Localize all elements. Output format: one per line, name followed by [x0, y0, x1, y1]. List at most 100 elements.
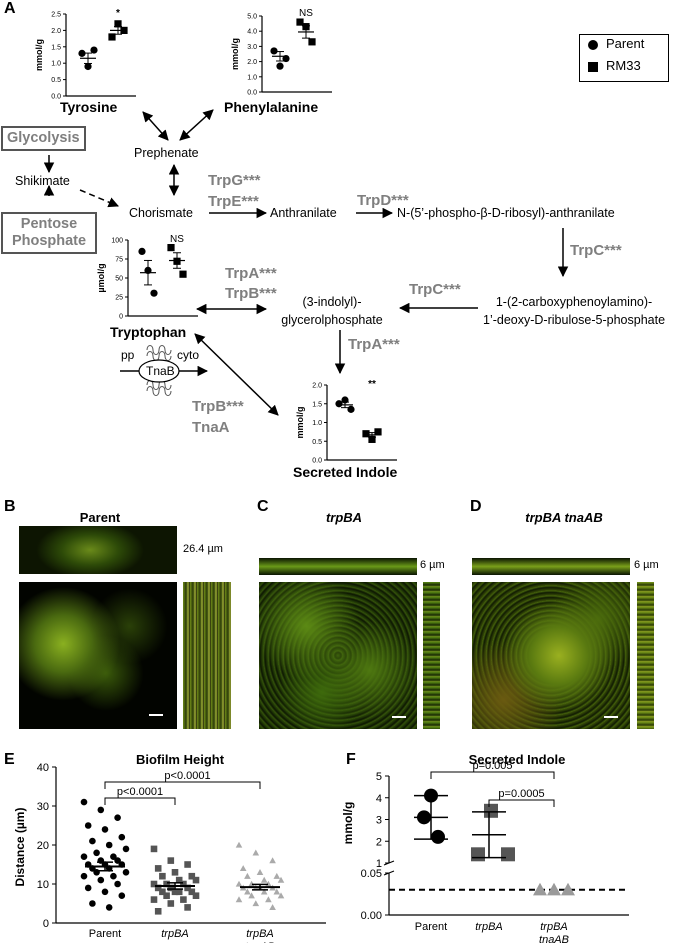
indole-y-tick-label: 1: [376, 858, 382, 870]
micrograph-b-title: Parent: [79, 510, 121, 525]
biofilm-category-label: tnaAB: [245, 941, 275, 943]
mini-significance: *: [116, 8, 120, 19]
micrograph-c-xz-view: [259, 558, 417, 575]
mini-y-tick-label: 1.0: [312, 420, 322, 427]
biofilm-point: [167, 900, 175, 907]
biofilm-point: [163, 892, 170, 899]
mini-parent-point: [138, 247, 146, 255]
biofilm-sig-label: p<0.0001: [164, 770, 210, 782]
mini-significance: NS: [299, 8, 313, 19]
mini-rm33-point: [108, 33, 116, 41]
cdrp-line2: 1’-deoxy-D-ribulose-5-phosphate: [483, 313, 666, 327]
biofilm-y-tick-label: 20: [37, 840, 49, 852]
micrograph-b-scale-bar: [149, 714, 163, 716]
mini-rm33-point: [308, 38, 316, 46]
biofilm-point: [188, 888, 196, 896]
biofilm-y-tick-label: 40: [37, 762, 49, 774]
biofilm-point: [235, 896, 243, 903]
biofilm-point: [150, 880, 158, 888]
biofilm-point: [122, 869, 130, 876]
micrograph-c-scale-bar: [392, 716, 406, 718]
glycolysis-box: Glycolysis: [1, 126, 86, 151]
micrograph-c-depth: 6 µm: [420, 559, 445, 571]
enzyme-tnaa: TnaA: [192, 419, 230, 436]
enzyme-trpb-left: TrpB***: [225, 285, 277, 302]
indole-point: [484, 803, 498, 818]
indole-sig-label: p=0.0005: [498, 788, 544, 800]
tryptophan-title: Tryptophan: [110, 324, 187, 340]
cdrp-line1: 1-(2-carboxyphenoylamino)-: [495, 295, 653, 309]
biofilm-point: [192, 892, 200, 899]
mini-parent-point: [270, 47, 278, 55]
igp-line2: glycerolphosphate: [281, 313, 383, 327]
biofilm-point: [84, 884, 92, 892]
biofilm-point: [184, 904, 191, 911]
mini-y-tick-label: 1.5: [51, 44, 61, 51]
micrograph-b-xy-view: [19, 582, 177, 729]
biofilm-point: [159, 872, 166, 880]
mini-y-tick-label: 2.5: [51, 12, 61, 19]
mini-rm33-point: [114, 20, 122, 28]
legend-rm33-label: RM33: [606, 58, 641, 73]
biofilm-point: [175, 888, 183, 896]
indole-category-label: Parent: [415, 921, 447, 933]
biofilm-point: [252, 849, 260, 856]
micrograph-c-xy-view: [259, 582, 417, 729]
chorismate-label: Chorismate: [129, 206, 193, 220]
mini-parent-point: [78, 49, 86, 57]
mini-y-unit: mmol/g: [230, 38, 240, 70]
micrograph-d-title: trpBA tnaAB: [525, 510, 603, 525]
indole-point: [533, 882, 547, 896]
biofilm-point: [171, 888, 179, 896]
micrograph-b-yz-view: [183, 582, 231, 729]
biofilm-point: [248, 880, 255, 887]
biofilm-point: [277, 876, 285, 883]
biofilm-point: [159, 888, 166, 896]
pentose-line2: Phosphate: [11, 233, 87, 249]
pentose-line1: Pentose: [20, 216, 78, 232]
panel-label-c: C: [257, 498, 269, 515]
arrow-prephenate-phenylalanine: [179, 109, 214, 141]
biofilm-point: [114, 857, 121, 864]
biofilm-point: [110, 872, 117, 880]
mini-y-tick-label: 100: [111, 238, 123, 245]
biofilm-category-label: trpBA: [246, 928, 274, 940]
periplasm-label: pp: [121, 348, 135, 362]
cdrp-label: 1-(2-carboxyphenoylamino)- 1’-deoxy-D-ri…: [483, 293, 665, 329]
biofilm-point: [235, 880, 243, 887]
mini-y-tick-label: 0.0: [247, 90, 257, 97]
biofilm-point: [256, 869, 264, 875]
legend: Parent RM33: [579, 34, 669, 82]
biofilm-point: [244, 872, 251, 879]
biofilm-point: [265, 880, 272, 887]
biofilm-chart-title: Biofilm Height: [136, 752, 225, 767]
mini-y-tick-label: 2.0: [51, 28, 61, 35]
biofilm-sig-bracket: [104, 781, 261, 789]
mini-parent-point: [347, 405, 355, 413]
mini-y-tick-label: 3.0: [247, 44, 257, 51]
biofilm-point: [122, 845, 130, 853]
mini-y-tick-label: 1.0: [51, 61, 61, 68]
biofilm-point: [93, 869, 100, 876]
biofilm-point: [105, 904, 113, 911]
biofilm-point: [118, 833, 126, 841]
biofilm-point: [265, 896, 272, 903]
mini-y-tick-label: 0.0: [312, 458, 322, 465]
pentose-phosphate-box: Pentose Phosphate: [1, 212, 97, 254]
enzyme-trpa-left: TrpA***: [225, 265, 277, 282]
enzyme-trpa-down: TrpA***: [348, 336, 400, 353]
indole-point: [501, 847, 515, 862]
biofilm-sig-label: p<0.0001: [117, 786, 163, 798]
micrograph-d-scale-bar: [604, 716, 618, 718]
micrograph-b-xz-view: [19, 526, 177, 574]
prephenate-label: Prephenate: [134, 146, 199, 160]
mini-rm33-point: [368, 435, 376, 443]
mini-parent-point: [276, 62, 284, 70]
biofilm-point: [269, 904, 276, 911]
biofilm-point: [269, 857, 276, 864]
mini-y-tick-label: 0.0: [51, 94, 61, 101]
mini-y-tick-label: 0.5: [312, 439, 322, 446]
